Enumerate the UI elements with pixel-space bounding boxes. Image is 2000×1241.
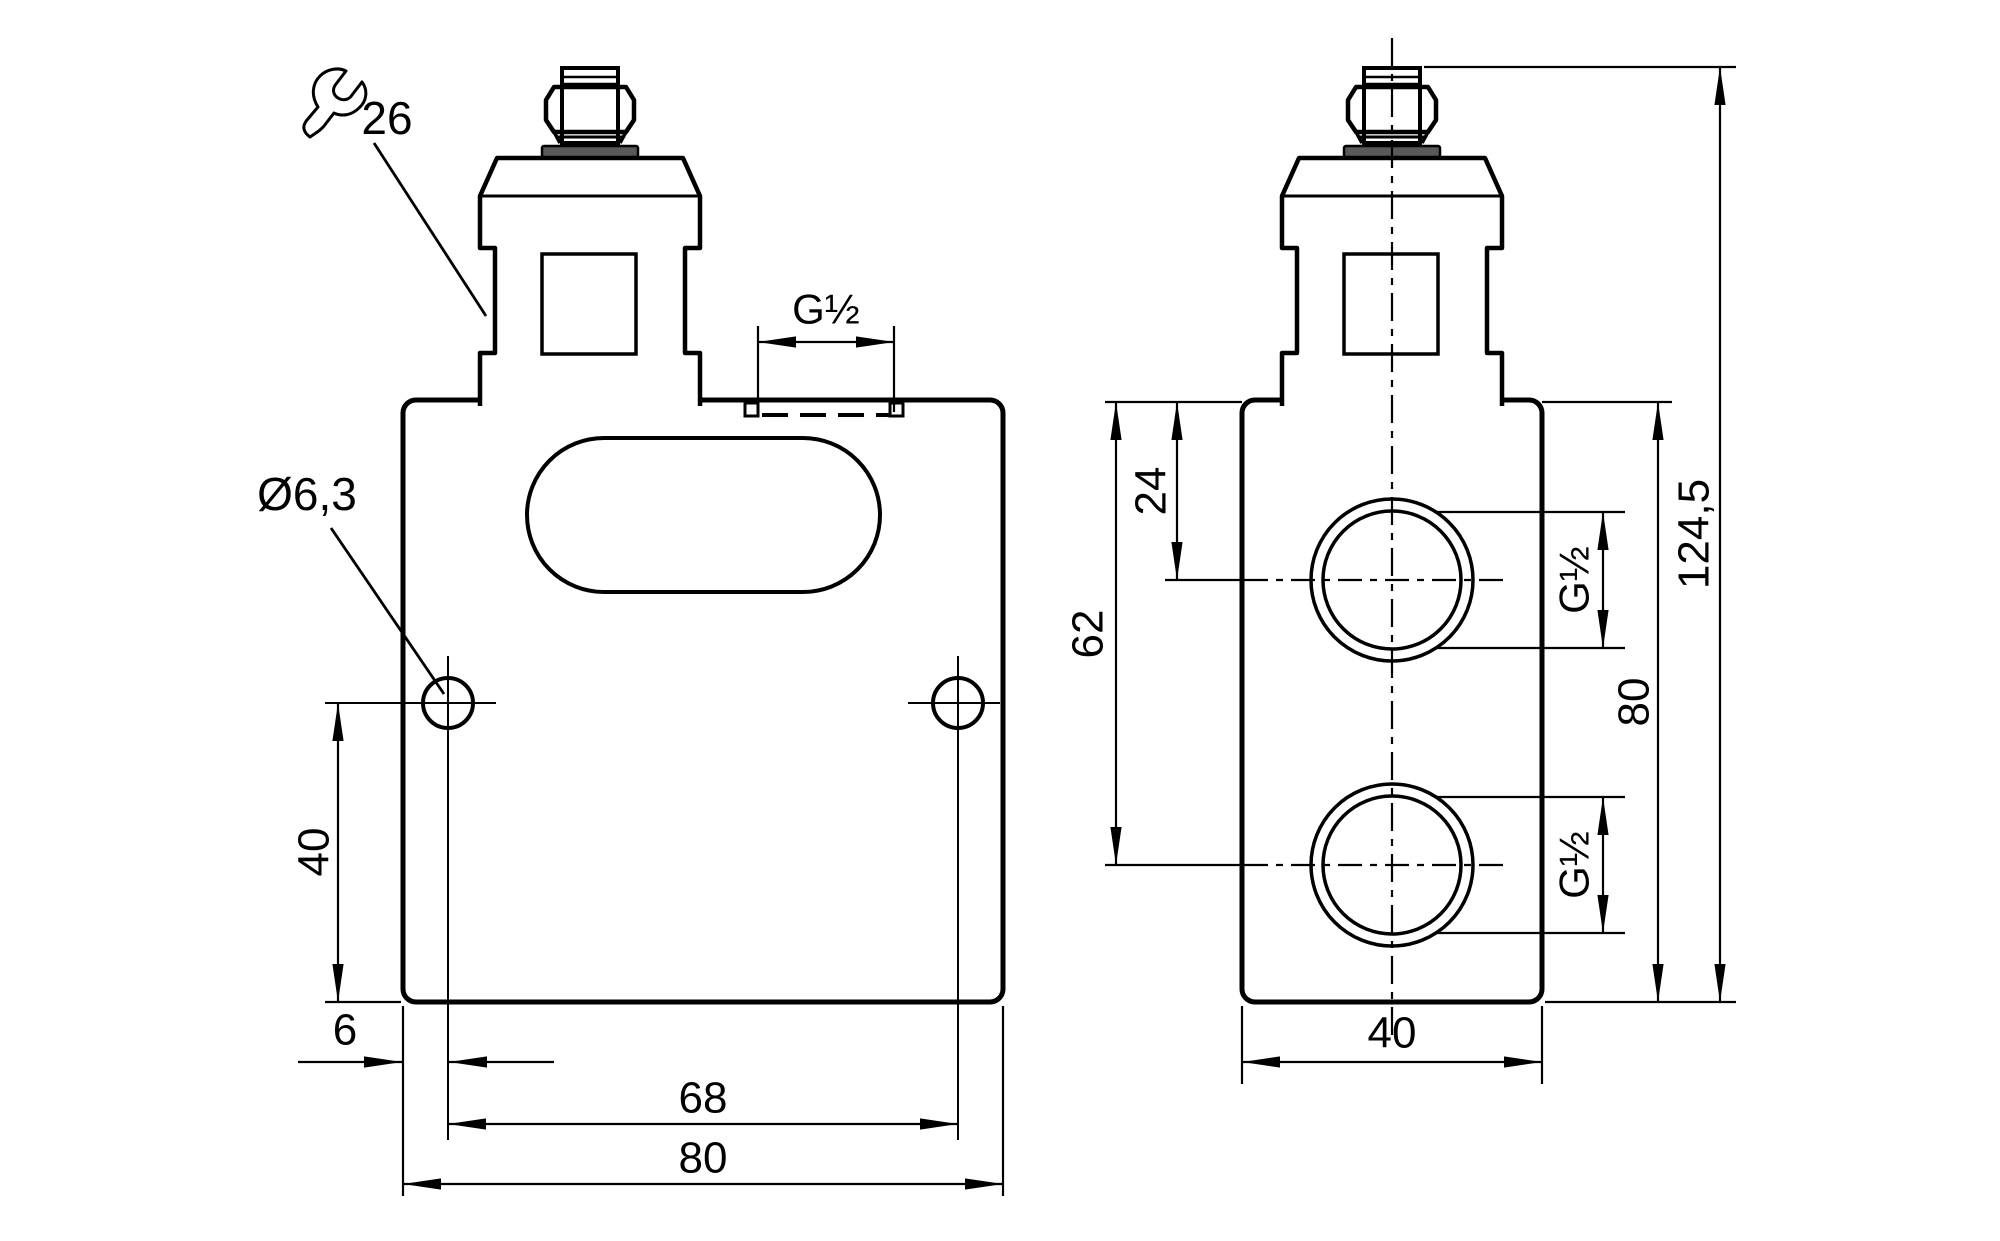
front-label-plate — [525, 436, 882, 594]
dim-side-top-to-upper-port: 24 — [1127, 402, 1183, 580]
dimension-label: 40 — [290, 828, 339, 877]
hole-diameter-label: Ø6,3 — [257, 468, 357, 520]
dim-front-edge-to-hole: 6 — [298, 1006, 554, 1068]
dim-side-overall-height: 124,5 — [1424, 65, 1736, 1004]
dimension-label: 124,5 — [1670, 479, 1719, 589]
dim-side-lower-port-thread: G½ — [1436, 795, 1625, 935]
wrench-leader-line — [372, 142, 488, 317]
hole-diameter-leader-line — [329, 527, 446, 695]
wrench-size-label: 26 — [361, 92, 412, 144]
dim-side-body-depth: 40 — [1240, 1006, 1544, 1084]
dimension-label: G½ — [1551, 546, 1598, 614]
dimension-label: 68 — [679, 1074, 728, 1123]
front-sensor-head — [480, 68, 700, 406]
dim-side-body-height: 80 — [1610, 402, 1664, 1002]
dim-front-top-port: G½ — [756, 286, 896, 412]
dimension-label: 24 — [1127, 467, 1176, 516]
dimension-label: 80 — [1610, 678, 1659, 727]
front-view: 26 Ø6,3 G½ 40 6 68 — [257, 67, 1006, 1196]
dim-side-top-to-lower-port: 62 — [1064, 402, 1122, 865]
dim-front-hole-to-bottom: 40 — [290, 703, 401, 1004]
wrench-icon — [302, 67, 368, 139]
dimension-label: 80 — [679, 1134, 728, 1183]
hidden-port-edge-mark — [888, 401, 905, 418]
dimension-label: G½ — [1551, 831, 1598, 899]
dim-front-hole-spacing: 68 — [448, 1074, 958, 1130]
side-view: 24 62 G½ G½ 80 — [1064, 38, 1736, 1084]
dimension-label: 6 — [333, 1006, 357, 1055]
dim-front-overall-width: 80 — [403, 1134, 1003, 1190]
hidden-port-edge-mark — [743, 401, 760, 418]
dimension-label: G½ — [792, 286, 860, 333]
dimension-label: 62 — [1064, 610, 1113, 659]
dim-side-upper-port-thread: G½ — [1436, 510, 1625, 650]
